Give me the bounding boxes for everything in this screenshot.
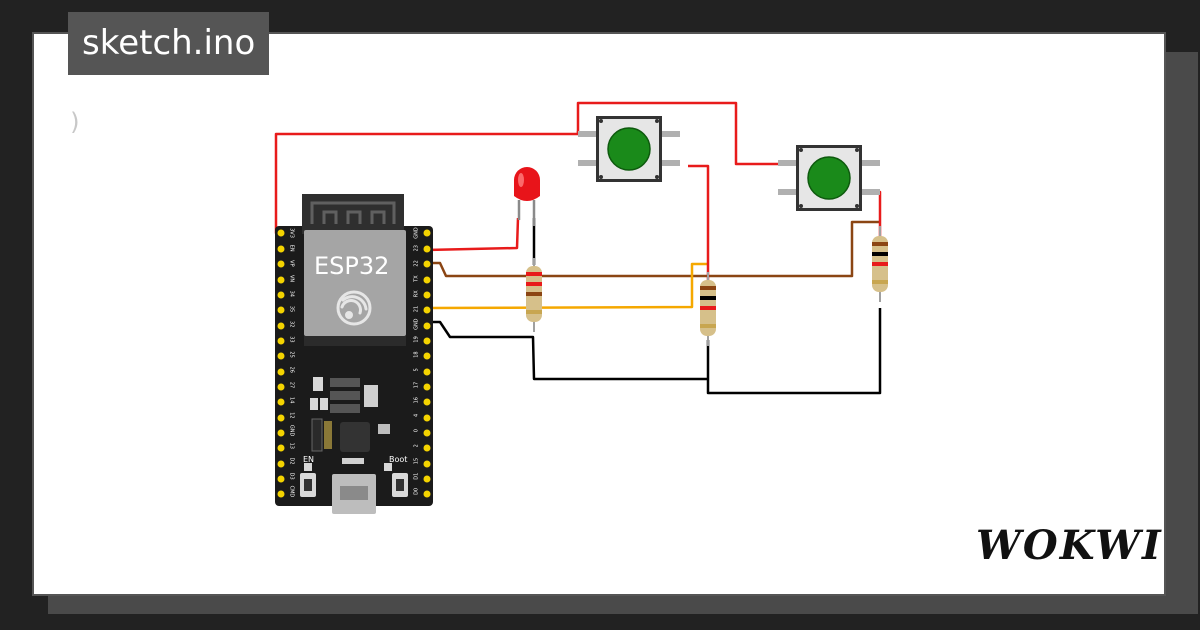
- pin-label-left-13: GND: [289, 425, 295, 437]
- esp32-module: [304, 230, 406, 336]
- pin-label-right-15: 15: [414, 458, 420, 464]
- pin-label-right-5: 21: [414, 306, 420, 312]
- pin-label-right-16: D1: [414, 473, 420, 480]
- pin-label-left-17: CMD: [289, 486, 295, 498]
- pin-label-right-10: 17: [414, 382, 420, 388]
- wire-button1-out: [688, 164, 710, 285]
- wire-gnd-black: [426, 320, 707, 381]
- espressif-logo-icon: [336, 290, 372, 326]
- pin-label-right-13: 0: [414, 429, 420, 432]
- pin-label-right-11: 16: [414, 397, 420, 403]
- pin-label-left-0: 3V3: [289, 228, 295, 238]
- pin-label-left-10: 27: [289, 382, 295, 388]
- smd-components: [304, 377, 392, 471]
- pin-label-right-9: 5: [414, 368, 420, 371]
- pushbutton-2[interactable]: [778, 145, 880, 211]
- pin-label-right-6: GND: [414, 318, 420, 330]
- resistor-2[interactable]: [700, 272, 716, 346]
- resistor-3[interactable]: [872, 226, 888, 302]
- wires: [274, 101, 882, 395]
- en-button[interactable]: [300, 473, 316, 497]
- pin-label-left-6: 32: [289, 321, 295, 327]
- pin-label-left-15: D2: [289, 457, 295, 464]
- pin-label-left-8: 25: [289, 351, 295, 357]
- pin-label-right-1: 23: [414, 245, 420, 251]
- pin-label-left-2: VP: [289, 260, 295, 266]
- pin-label-right-4: RX: [414, 290, 420, 297]
- boot-button[interactable]: [392, 473, 408, 497]
- pin-label-left-11: 14: [289, 397, 295, 403]
- boot-label: Boot: [389, 455, 407, 464]
- pin-label-left-5: 35: [289, 306, 295, 312]
- micro-usb-connector: [332, 458, 376, 514]
- pin-label-right-12: 4: [414, 414, 420, 417]
- antenna: [302, 194, 404, 234]
- pin-label-right-2: 22: [414, 260, 420, 266]
- wire-led-red: [425, 217, 520, 252]
- pin-label-right-17: D0: [414, 488, 420, 495]
- pin-label-left-4: 34: [289, 291, 295, 297]
- code-fragment: ): [68, 108, 83, 136]
- right-header-pins[interactable]: [423, 229, 431, 498]
- file-tab[interactable]: sketch.ino: [68, 12, 270, 75]
- pin-label-left-7: 33: [289, 336, 295, 342]
- pin-label-left-12: 12: [289, 412, 295, 418]
- wire-3v3-red: [274, 101, 795, 235]
- pin-label-right-7: 19: [414, 336, 420, 342]
- red-led[interactable]: [514, 167, 540, 226]
- pin-label-right-8: 18: [414, 351, 420, 357]
- wire-orange: [425, 262, 708, 310]
- pin-label-right-3: TX: [414, 275, 420, 283]
- resistor-1[interactable]: [526, 258, 542, 332]
- pin-label-right-14: 2: [414, 444, 420, 447]
- wokwi-logo: WOKWI: [976, 522, 1163, 569]
- wire-gnd-black-2: [706, 308, 882, 395]
- chip-label: ESP32: [314, 252, 389, 280]
- left-header-pins[interactable]: [277, 229, 285, 498]
- pin-label-left-1: EN: [289, 245, 295, 252]
- en-label: EN: [303, 455, 314, 464]
- pin-label-left-9: 26: [289, 367, 295, 373]
- pin-label-left-3: VN: [289, 275, 295, 282]
- usb-chip: [340, 422, 370, 452]
- wire-brown: [426, 220, 880, 278]
- pushbutton-1[interactable]: [578, 116, 680, 182]
- pin-label-left-14: 13: [289, 443, 295, 449]
- wire-button2-out: [862, 190, 882, 240]
- pin-label-left-16: D3: [289, 473, 295, 480]
- pin-label-right-0: GND: [414, 227, 420, 239]
